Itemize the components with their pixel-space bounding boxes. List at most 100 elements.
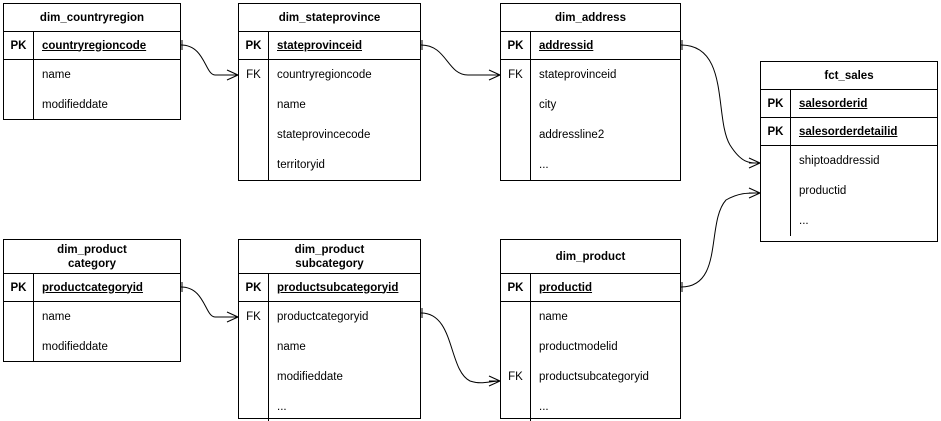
attribute-field-name: modifieddate [42,99,108,111]
attribute-row[interactable]: modifieddate [4,90,180,120]
attribute-field-name: modifieddate [277,371,343,383]
crowsfoot-prong-2 [488,380,501,387]
crowsfoot-prong-0 [748,187,761,194]
crowsfoot-prong-0 [488,375,501,382]
attribute-field-name: productmodelid [539,341,618,353]
attribute-field-name: name [277,341,306,353]
attribute-row[interactable]: productmodelid [501,332,680,362]
entity-title-dim_countryregion: dim_countryregion [4,4,180,32]
key-row[interactable]: PK productcategoryid [4,274,180,302]
entity-title-dim_product: dim_product [501,240,680,274]
key-badge: PK [761,90,791,117]
entity-title-line: dim_product [294,243,365,256]
key-badge: PK [4,274,34,301]
entity-title-line: category [68,257,116,270]
crowsfoot-prong-2 [748,192,761,199]
attribute-row[interactable]: addressline2 [501,120,680,150]
attribute-row[interactable]: ... [239,392,420,421]
key-field-name: productid [539,281,593,294]
attribute-key-badge: FK [501,60,531,90]
attribute-row[interactable]: name [501,302,680,332]
key-row[interactable]: PK salesorderid [761,90,937,118]
crowsfoot-prong-2 [748,162,761,169]
relationship-subcategory-to-product [420,308,501,387]
attribute-row[interactable]: city [501,90,680,120]
attribute-row[interactable]: modifieddate [4,332,180,362]
attribute-field-name: ... [799,215,809,227]
attribute-row[interactable]: ... [501,392,680,421]
key-row[interactable]: PK productsubcategoryid [239,274,420,302]
entity-title-dim_stateprovince: dim_stateprovince [239,4,420,32]
attribute-row[interactable]: ... [501,150,680,180]
attribute-field-name: name [277,99,306,111]
key-badge: PK [239,274,269,301]
attribute-row[interactable]: ... [761,206,937,236]
entity-title-line: subcategory [295,257,364,270]
relationship-productcategory-to-subcategory [180,282,239,323]
attribute-field-name: modifieddate [42,341,108,353]
attribute-row[interactable]: modifieddate [239,362,420,392]
attribute-row[interactable]: name [4,302,180,332]
relationship-line [680,192,761,288]
attribute-key-badge [501,302,531,332]
attribute-field-name: city [539,99,557,111]
entity-title-line: dim_product [555,250,626,263]
relationship-line [680,44,761,164]
attribute-field-name: name [539,311,568,323]
attribute-key-badge: FK [239,302,269,332]
relationship-line [420,312,501,384]
attribute-row[interactable]: name [239,90,420,120]
attribute-key-badge [761,176,791,206]
attribute-field-name: addressline2 [539,129,605,141]
attribute-row[interactable]: productid [761,176,937,206]
attribute-key-badge [761,206,791,236]
attribute-key-badge [239,90,269,120]
attribute-key-badge [239,332,269,362]
key-field-name: salesorderid [799,97,868,110]
key-badge: PK [239,32,269,59]
attribute-field-name: productsubcategoryid [539,371,649,383]
key-badge: PK [501,274,531,301]
key-row[interactable]: PK stateprovinceid [239,32,420,60]
attribute-field-name: ... [539,159,549,171]
key-field-name: productcategoryid [42,281,143,294]
attribute-row[interactable]: shiptoaddressid [761,146,937,176]
relationship-product-to-fctsales [680,187,761,292]
attribute-key-badge [239,362,269,392]
relationship-line [180,286,238,318]
attribute-key-badge [501,120,531,150]
attribute-row[interactable]: name [239,332,420,362]
key-row[interactable]: PK productid [501,274,680,302]
attribute-key-badge [501,150,531,180]
crowsfoot-prong-2 [488,74,501,81]
attribute-key-badge [501,90,531,120]
key-field-name: productsubcategoryid [277,281,399,294]
relationship-countryregion-to-stateprovince [180,40,239,81]
key-field-name: stateprovinceid [277,39,362,52]
attribute-row[interactable]: stateprovincecode [239,120,420,150]
attribute-key-badge [4,302,34,332]
attribute-row[interactable]: territoryid [239,150,420,180]
attribute-row[interactable]: name [4,60,180,90]
